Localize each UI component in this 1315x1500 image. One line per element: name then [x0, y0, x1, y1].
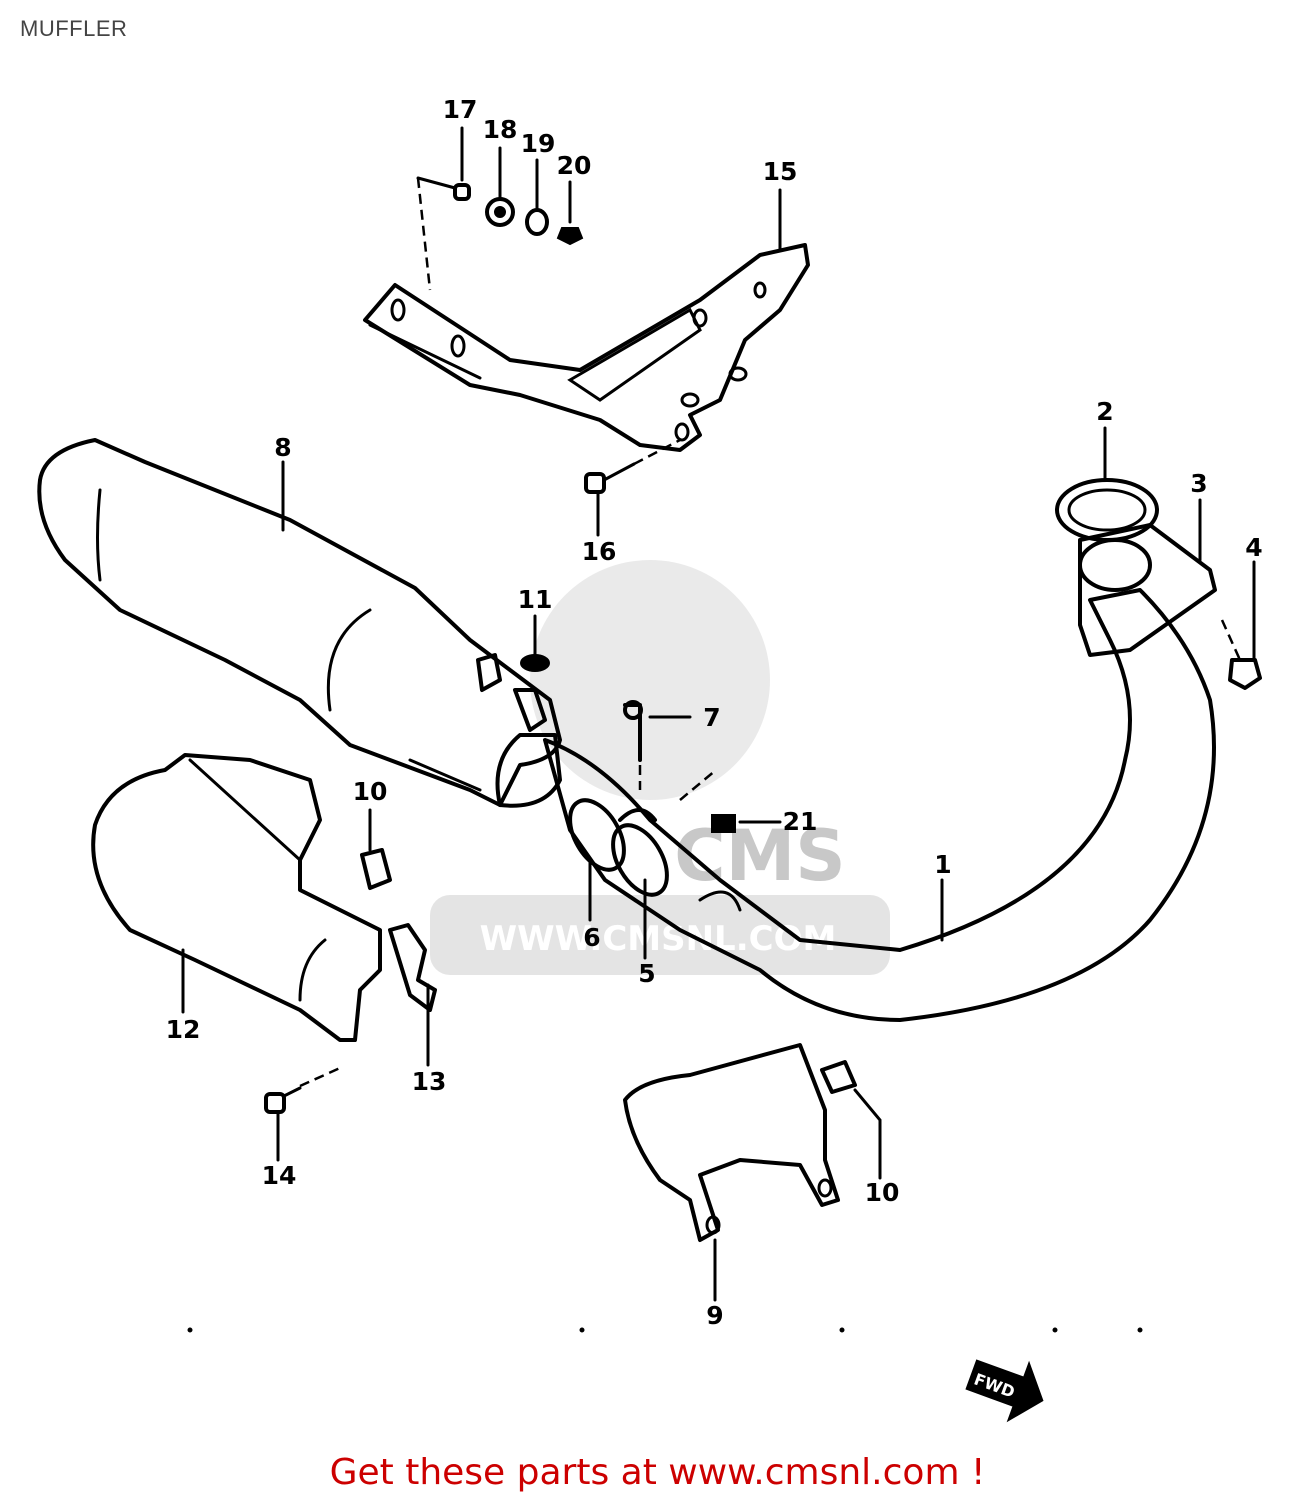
callout-19: 19 [521, 129, 556, 158]
callout-20: 20 [557, 151, 592, 180]
muffler-body [37, 438, 562, 808]
clip-10 [360, 848, 392, 890]
leader-lines [181, 126, 1256, 1302]
nut-4 [1220, 619, 1262, 690]
callout-11: 11 [518, 585, 553, 614]
watermark: WWW.CMSNL.COM CMS [430, 560, 890, 975]
callout-labels: 1 2 3 4 5 6 7 8 9 10 10 11 12 13 14 15 1… [166, 95, 1263, 1330]
callout-1: 1 [934, 850, 951, 879]
diagram-title: MUFFLER [20, 16, 128, 41]
watermark-text: WWW.CMSNL.COM [480, 919, 837, 959]
callout-9: 9 [706, 1301, 723, 1330]
exhaust-pipe [543, 588, 1216, 1022]
callout-6: 6 [583, 923, 600, 952]
callout-10-right: 10 [865, 1178, 900, 1207]
bolt-16 [584, 438, 681, 494]
callout-8: 8 [274, 433, 291, 462]
forward-arrow-icon: FWD [965, 1359, 1044, 1423]
heat-shield-9 [623, 1043, 857, 1242]
screw-14 [264, 1066, 341, 1114]
callout-7: 7 [703, 703, 720, 732]
callout-4: 4 [1245, 533, 1262, 562]
muffler-bracket [363, 243, 810, 452]
joint-clamp [618, 700, 736, 833]
callout-10-left: 10 [353, 777, 388, 806]
callout-12: 12 [166, 1015, 201, 1044]
callout-2: 2 [1096, 397, 1113, 426]
callout-3: 3 [1190, 469, 1207, 498]
heat-shield-12 [91, 753, 382, 1042]
footer-link[interactable]: Get these parts at www.cmsnl.com ! [329, 1452, 986, 1493]
callout-13: 13 [412, 1067, 447, 1096]
clip-11 [476, 653, 550, 732]
callout-5: 5 [638, 959, 655, 988]
exhaust-flange [1055, 478, 1217, 657]
callout-14: 14 [262, 1161, 297, 1190]
baseline-marks [187, 1327, 1143, 1333]
callout-16: 16 [582, 537, 617, 566]
callout-21: 21 [783, 807, 818, 836]
callout-17: 17 [443, 95, 478, 124]
callout-15: 15 [763, 157, 798, 186]
watermark-brand: CMS [674, 815, 845, 897]
callout-18: 18 [483, 115, 518, 144]
